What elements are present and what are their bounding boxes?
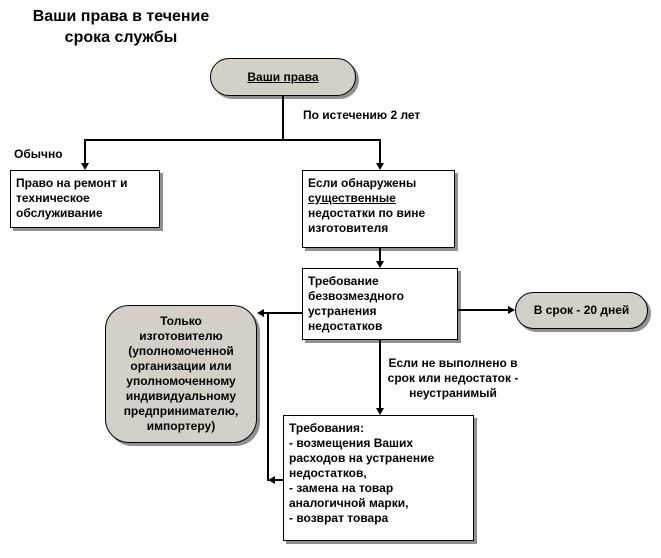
connector-to-repair [84,139,86,164]
arrowhead-demand-demands [376,408,384,415]
connector-to-defects [379,139,381,164]
defects-text-prefix: Если обнаружены [308,176,417,190]
arrowhead-demands-manufacturer [268,476,275,484]
diagram-title: Ваши права в течение срока службы [32,8,210,46]
usually-label: Обычно [14,147,63,161]
defects-box: Если обнаружены существенные недостатки … [302,170,455,248]
if-not-done-label: Если не выполнено в срок или недостаток … [387,356,519,400]
defects-text-underlined: существенные [308,191,396,205]
connector-start-down [282,96,284,140]
term-node-label: В срок - 20 дней [533,303,630,317]
connector-demand-manufacturer [264,312,302,314]
arrowhead-to-repair [81,163,89,170]
demand-box: Требование безвозмездного устранения нед… [302,268,458,340]
connector-split-horizontal [84,139,381,141]
connector-demand-term [458,309,508,311]
arrowhead-to-defects [376,163,384,170]
after-two-years-label: По истечению 2 лет [303,108,421,122]
start-node: Ваши права [210,58,356,96]
arrowhead-demand-term [508,306,515,314]
term-node: В срок - 20 дней [515,292,648,329]
repair-box: Право на ремонт и техническое обслуживан… [10,170,160,228]
arrowhead-defects-demand [376,261,384,268]
start-node-label: Ваши права [247,69,319,84]
arrowhead-demand-manufacturer [257,309,264,317]
connector-defects-demand [379,248,381,262]
manufacturer-box: Только изготовителю (уполномоченной орга… [105,305,257,443]
defects-text-suffix: недостатки по вине изготовителя [308,206,426,235]
connector-manufacturer-vertical [267,312,269,481]
connector-demands-manufacturer [275,479,283,481]
connector-demand-demands [379,340,381,409]
demands-box: Требования: - возмещения Ваших расходов … [283,415,474,541]
